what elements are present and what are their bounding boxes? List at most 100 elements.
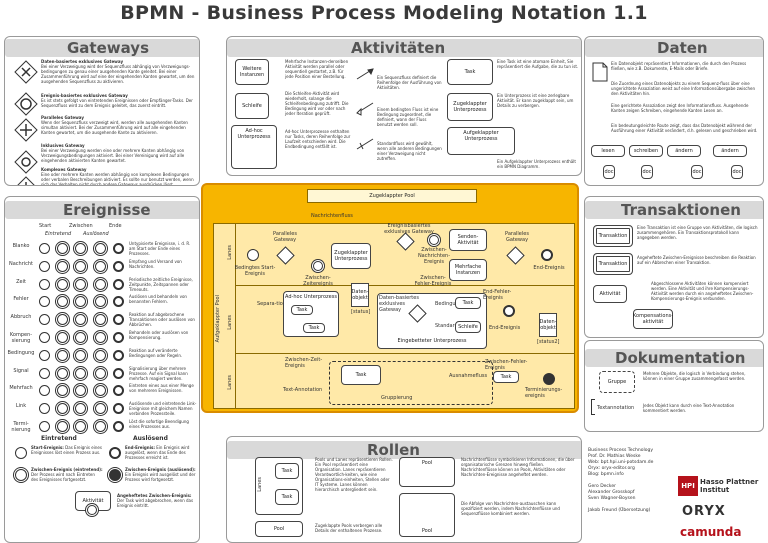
documentation-title: Dokumentation: [615, 349, 746, 367]
event-icon: [75, 332, 86, 343]
event-icon: [95, 243, 106, 254]
complex-gateway-icon: [17, 176, 35, 185]
parallel-gateway-1-label: Paralleles Gateway: [273, 231, 297, 243]
message-flow-label: Nachrichtenfluss: [311, 213, 353, 219]
data-object: Daten-objekt: [351, 283, 369, 307]
event-icon: [57, 332, 68, 343]
transaction-text-3: Abgeschlossene Aktivitäten können kompen…: [651, 281, 754, 301]
end-error-label: End-Fehler-Ereignis: [483, 289, 512, 301]
credit-line: Oryx: oryx-editor.org: [588, 466, 635, 471]
event-icon: [39, 421, 50, 432]
separator-label: Separa-tion: [257, 301, 286, 307]
event-icon: [75, 385, 86, 397]
pool-task-1: Task: [291, 305, 313, 315]
pool-task-3: Task: [341, 365, 381, 385]
start-event-icon: [15, 447, 27, 459]
event-row-text: Eintreten eines aus einer Menge von mehr…: [129, 383, 194, 394]
end-event-label: End-Ereignis: [533, 265, 565, 271]
hpi-logo: HPI: [678, 476, 698, 496]
event-row-text: Empfang und Versand von Nachrichten.: [129, 258, 182, 269]
credit-line: Jakob Freund (Übersetzung): [588, 508, 651, 513]
grouping-label: Gruppierung: [381, 395, 413, 401]
intermediate-time-label: Zwischen-Zeit-Ereignis: [285, 357, 323, 369]
events-col-start: Start: [39, 223, 52, 229]
event-icon: [39, 260, 50, 272]
pool-task-1b: Task: [303, 323, 325, 333]
event-icon: [95, 296, 106, 308]
event-icon: [57, 385, 68, 397]
events-bottom-out-title: Auslösend: [133, 435, 168, 442]
conditional-flow-text: Einem bedingten Fluss ist eine Bedingung…: [377, 107, 439, 127]
event-icon: [57, 296, 68, 308]
roles-panel: Rollen Lanes Task Task Pool Pools und La…: [226, 436, 582, 543]
event-icon: [113, 349, 124, 361]
event-row-text: Untypisierte Ereignisse, i. d. R. am Sta…: [129, 241, 191, 256]
undirected-association-text: Die Zuordnung eines Datenobjekts zu eine…: [611, 81, 756, 96]
data-doc-4: doc: [731, 165, 743, 179]
data-object-state: [status]: [351, 309, 371, 315]
event-based-gateway-label: Ereignisbasiertes exklusives Gateway: [384, 223, 434, 235]
loop-activity: Schleife: [235, 93, 269, 119]
data-object-text: Ein Datenobjekt repräsentiert Informatio…: [611, 61, 747, 71]
adhoc-text: Ad-hoc Unterprozesse enthalten nur Tasks…: [285, 129, 351, 149]
end-event: [541, 249, 553, 261]
data-read-task: lesen: [591, 145, 625, 157]
hpi-logo-text: Hasso Plattner Institut: [700, 478, 759, 494]
event-icon: [39, 403, 50, 415]
group-text: Mehrere Objekte, die logisch in Verbindu…: [643, 371, 746, 381]
event-icon: [39, 243, 50, 254]
end-event-label-2: End-Ereignis: [489, 325, 521, 331]
events-bottom-in-title: Eintretend: [41, 435, 77, 442]
multi-instance-text: Mehrfache Instanzen-derselben Aktivität …: [285, 59, 349, 79]
event-icon: [95, 278, 106, 290]
event-icon: [39, 367, 50, 379]
event-icon: [113, 421, 124, 432]
credit-line: Prof. Dr. Mathias Weske: [588, 454, 641, 459]
timer-event: [313, 261, 323, 271]
event-icon: [113, 278, 124, 290]
roles-pool-top: Pool: [399, 457, 455, 487]
event-icon: [95, 367, 106, 379]
roles-text-3: Nachrichtenflüsse symbolisieren Informat…: [461, 457, 575, 477]
event-icon: [39, 385, 50, 397]
mid-out-event-icon: [109, 469, 121, 481]
intermediate-error-label-2: Zwischen-Fehler-Ereignis: [485, 359, 528, 371]
credit-line: Blog: bpmn.info: [588, 472, 624, 477]
event-icon: [113, 403, 124, 415]
event-icon: [95, 403, 106, 415]
send-task: Senden-Aktivität: [449, 229, 487, 251]
event-icon: [57, 278, 68, 290]
adhoc-subprocess: Ad-hoc Unterprozess: [231, 125, 277, 169]
event-row-text: Signalisierung über mehrere Prozesse. Au…: [129, 365, 188, 381]
event-icon: [113, 367, 124, 379]
transaction-text-1: Eine Transaktion ist eine Gruppe von Akt…: [637, 225, 758, 240]
event-icon: [95, 260, 106, 272]
event-row-name: Fehler: [13, 296, 29, 303]
transaction-box-1: Transaktion: [593, 225, 633, 247]
event-row-text: Löst die sofortige Beendigung eines Proz…: [129, 419, 189, 429]
data-doc-1: doc: [603, 165, 615, 179]
oryx-logo: ORYX: [682, 504, 726, 519]
task-box: Task: [447, 59, 493, 85]
conditional-start-event: [247, 249, 259, 261]
event-row-text: Periodische zeitliche Ereignisse, Zeitpu…: [129, 276, 193, 292]
events-title: Ereignisse: [63, 201, 151, 219]
event-icon: [113, 332, 124, 343]
data-title: Daten: [657, 39, 708, 57]
event-icon: [57, 421, 68, 432]
event-icon: [57, 243, 68, 254]
data-object-icon: [592, 62, 608, 82]
event-icon: [57, 314, 68, 326]
loop-task: Schleife: [455, 321, 481, 333]
event-icon: [95, 349, 106, 361]
event-icon: [95, 314, 106, 326]
gateways-title: Gateways: [67, 39, 150, 57]
roles-text-4: Die Abfolge von Nachrichten-austauschen …: [461, 501, 560, 516]
event-icon: [75, 314, 86, 326]
event-gateway-icon: [14, 92, 38, 116]
roles-title: Rollen: [367, 441, 420, 459]
inclusive-gateway-icon: [14, 150, 38, 174]
exception-flow-label: Ausnahmefluss: [449, 373, 488, 379]
